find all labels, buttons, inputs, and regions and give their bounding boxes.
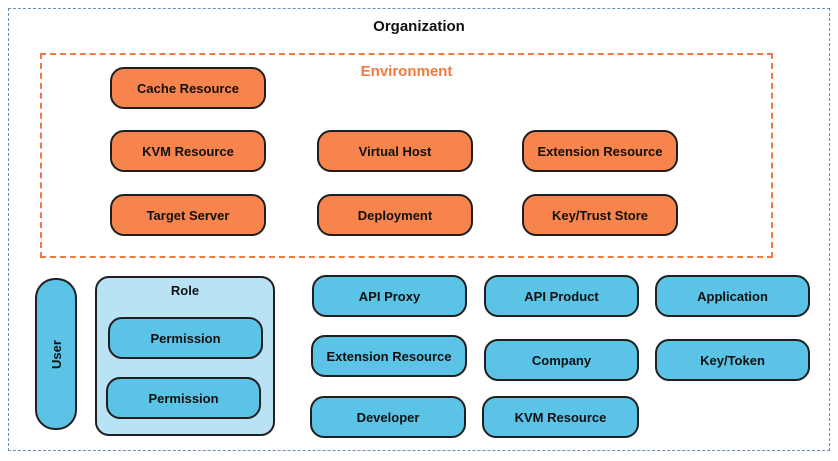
env-deployment[interactable]: Deployment [317,194,473,236]
environment-container [40,53,773,258]
environment-title: Environment [360,63,453,80]
organization-title: Organization [373,18,465,35]
env-virtual-host[interactable]: Virtual Host [317,130,473,172]
env-kvm-resource[interactable]: KVM Resource [110,130,266,172]
env-extension-resource[interactable]: Extension Resource [522,130,678,172]
org-key-token[interactable]: Key/Token [655,339,810,381]
user-label: User [48,339,64,369]
role-title: Role [170,283,200,298]
env-key-trust-store[interactable]: Key/Trust Store [522,194,678,236]
org-extension-resource[interactable]: Extension Resource [311,335,467,377]
user-box[interactable] [35,278,77,430]
org-developer[interactable]: Developer [310,396,466,438]
env-target-server[interactable]: Target Server [110,194,266,236]
organization-container [8,8,830,451]
org-company[interactable]: Company [484,339,639,381]
env-cache-resource[interactable]: Cache Resource [110,67,266,109]
role-permission-2[interactable]: Permission [106,377,261,419]
role-permission-1[interactable]: Permission [108,317,263,359]
user-label-wrap: User [35,278,77,430]
org-application[interactable]: Application [655,275,810,317]
org-kvm-resource[interactable]: KVM Resource [482,396,639,438]
org-api-product[interactable]: API Product [484,275,639,317]
org-api-proxy[interactable]: API Proxy [312,275,467,317]
